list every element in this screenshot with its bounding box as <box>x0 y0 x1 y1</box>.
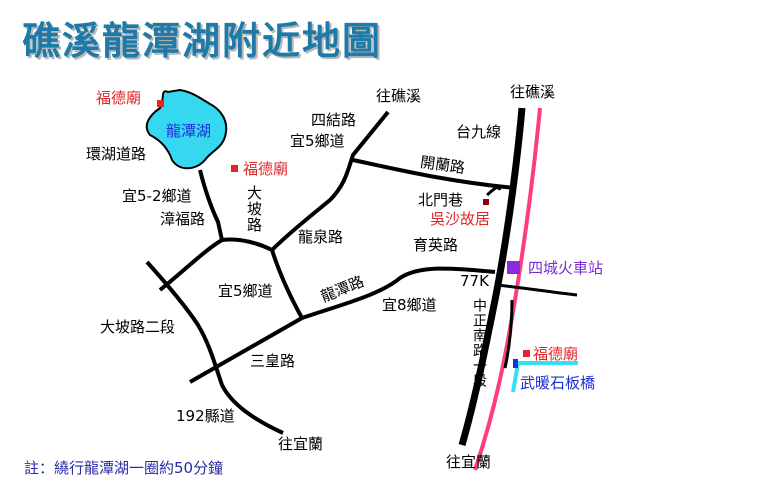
to-yilan-label-2: 往宜蘭 <box>446 453 492 471</box>
station-marker <box>507 261 520 274</box>
sijie-road-label: 四結路 <box>311 111 357 129</box>
road-zhangfu <box>198 169 224 241</box>
bridge-marker <box>513 359 518 368</box>
to-jiaoxi-label-2: 往礁溪 <box>510 83 556 101</box>
road-east-2 <box>503 299 514 369</box>
dapo-road-2-label: 大坡路二段 <box>100 318 176 336</box>
yi5-north-label: 宜5鄉道 <box>290 132 345 150</box>
temple-label-south: 福德廟 <box>533 345 579 363</box>
road-taijiu <box>458 107 526 446</box>
ring-road-label: 環湖道路 <box>86 145 147 163</box>
road-east-1 <box>496 283 578 297</box>
wunuan-bridge-label: 武暖石板橋 <box>520 374 596 392</box>
longquan-road-label: 龍泉路 <box>298 228 344 246</box>
road-kailan <box>352 158 516 190</box>
beimen-lane-label: 北門巷 <box>418 191 464 209</box>
taijiu-line-label: 台九線 <box>456 123 502 141</box>
wusha-house-label: 吳沙故居 <box>430 210 491 228</box>
lake-label: 龍潭湖 <box>166 122 212 140</box>
km-mark-label: 77K <box>460 272 489 290</box>
yuying-road-label: 育英路 <box>413 236 459 254</box>
zhongzheng-south-label: 中正南路一段 <box>471 298 487 388</box>
to-yilan-label-1: 往宜蘭 <box>278 435 324 453</box>
temple-marker-south <box>523 350 530 357</box>
road-dapo-2 <box>145 260 284 435</box>
road-yi5-south <box>270 249 304 319</box>
yi5-2-label: 宜5-2鄉道 <box>122 187 192 205</box>
railway <box>473 107 542 471</box>
temple-label-lake: 福德廟 <box>243 160 289 178</box>
road-longquan <box>270 110 390 252</box>
sanhuang-road-label: 三皇路 <box>250 352 296 370</box>
road-yi5-2 <box>158 237 273 292</box>
zhangfu-road-label: 漳福路 <box>160 210 206 228</box>
temple-marker-lake <box>231 165 238 172</box>
temple-label-nw: 福德廟 <box>96 89 142 107</box>
road-beimen <box>486 186 502 197</box>
station-label: 四城火車站 <box>528 259 604 277</box>
county-192-label: 192縣道 <box>176 407 235 425</box>
to-jiaoxi-label-1: 往礁溪 <box>376 87 422 105</box>
longtan-lake <box>145 88 228 170</box>
travel-time-note: 註：繞行龍潭湖一圈約50分鐘 <box>24 459 224 477</box>
dapo-road-label: 大坡路 <box>245 185 263 233</box>
map-title: 礁溪龍潭湖附近地圖 <box>22 19 383 63</box>
yi8-label: 宜8鄉道 <box>382 296 437 314</box>
yi5-south-label: 宜5鄉道 <box>218 282 273 300</box>
wusha-marker <box>483 199 489 205</box>
road-sanhuang <box>189 266 496 384</box>
temple-marker-nw <box>157 100 164 107</box>
